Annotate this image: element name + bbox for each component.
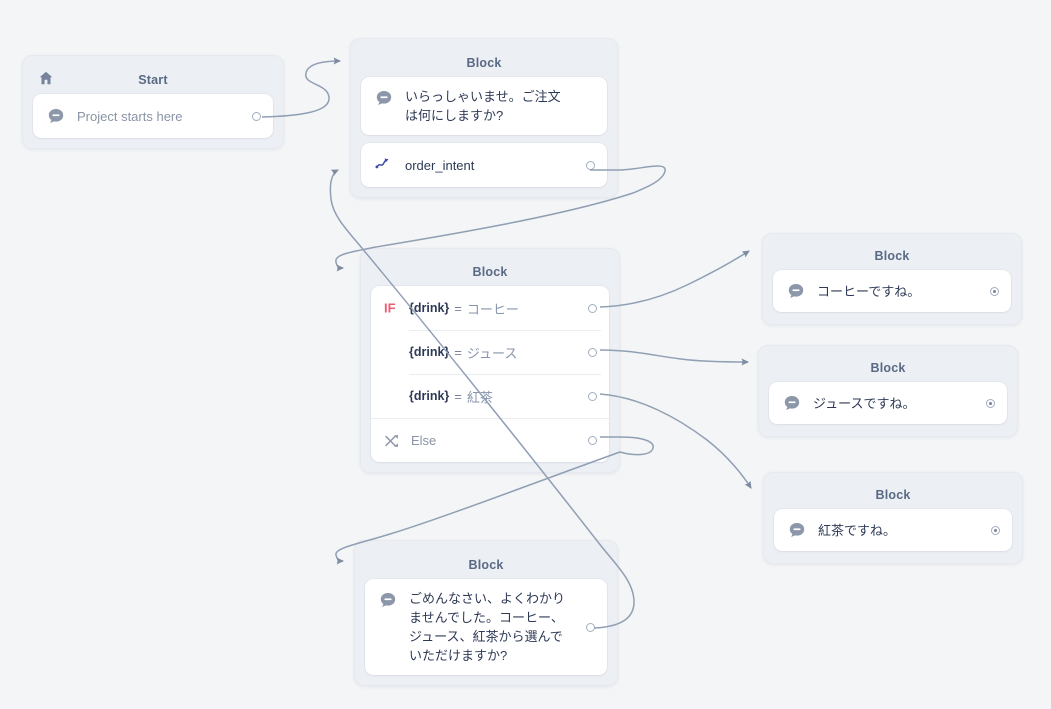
home-icon (37, 69, 55, 87)
node-start[interactable]: Start Project starts here (22, 55, 284, 149)
node-condition[interactable]: Block IF {drink} = コーヒー {drink} = ジュース {… (360, 248, 620, 473)
edge-cond-coffee-to-coffee[interactable] (599, 250, 750, 308)
condition-row-juice[interactable]: {drink} = ジュース (371, 330, 609, 374)
output-port[interactable] (252, 111, 261, 121)
step-label: コーヒーですね。 (817, 283, 921, 299)
condition-operator: = (454, 388, 462, 404)
else-label: Else (411, 433, 437, 448)
if-label: IF (384, 300, 396, 316)
step-speak[interactable]: ごめんなさい、よくわかりませんでした。コーヒー、ジュース、紅茶から選んでいただけ… (365, 579, 607, 675)
node-coffee[interactable]: Block コーヒーですね。 (762, 233, 1022, 325)
speech-icon (783, 394, 801, 412)
condition-variable: {drink} (409, 389, 450, 403)
step-intent[interactable]: order_intent (361, 143, 607, 187)
output-port[interactable] (986, 398, 995, 408)
step-speak[interactable]: コーヒーですね。 (773, 270, 1011, 312)
edge-cond-tea-to-tea[interactable] (599, 393, 752, 489)
step-label: ごめんなさい、よくわかりませんでした。コーヒー、ジュース、紅茶から選んでいただけ… (409, 591, 566, 663)
output-port[interactable] (588, 303, 597, 313)
condition-row-tea[interactable]: {drink} = 紅茶 (371, 374, 609, 418)
output-port[interactable] (588, 391, 597, 401)
condition-operator: = (454, 300, 462, 316)
node-header[interactable]: Start (33, 66, 273, 94)
divider (409, 330, 601, 331)
step-label: Project starts here (77, 108, 183, 124)
node-title: Block (875, 488, 911, 502)
output-port[interactable] (588, 347, 597, 357)
output-port[interactable] (990, 286, 999, 296)
step-label: ジュースですね。 (813, 395, 916, 411)
step-label: order_intent (405, 157, 475, 173)
node-title: Start (138, 73, 168, 87)
node-title: Block (466, 56, 502, 70)
speech-icon (375, 89, 393, 107)
edge-cond-juice-to-juice[interactable] (599, 349, 749, 366)
speech-icon (787, 282, 805, 300)
node-header[interactable]: Block (365, 551, 607, 579)
node-header[interactable]: Block (371, 257, 609, 286)
step-speak[interactable]: 紅茶ですね。 (774, 509, 1012, 551)
step-speak[interactable]: Project starts here (33, 94, 273, 138)
node-title: Block (870, 361, 906, 375)
condition-value: 紅茶 (466, 389, 493, 405)
speech-icon (379, 591, 397, 609)
speech-icon (788, 521, 806, 539)
step-label: 紅茶ですね。 (818, 522, 897, 538)
output-port[interactable] (586, 160, 595, 170)
output-port[interactable] (588, 436, 597, 445)
shuffle-icon (384, 433, 400, 449)
condition-variable: {drink} (409, 301, 450, 315)
node-juice[interactable]: Block ジュースですね。 (758, 345, 1018, 437)
output-port[interactable] (991, 525, 1000, 535)
node-header[interactable]: Block (774, 481, 1012, 509)
node-title: Block (874, 249, 910, 263)
node-greet[interactable]: Block いらっしゃいませ。ご注文は何にしますか? order_intent (350, 38, 618, 198)
node-title: Block (468, 558, 504, 572)
node-header[interactable]: Block (361, 49, 607, 77)
node-tea[interactable]: Block 紅茶ですね。 (763, 472, 1023, 564)
condition-value: コーヒー (466, 301, 519, 317)
speech-icon (47, 107, 65, 125)
node-header[interactable]: Block (769, 354, 1007, 382)
intent-icon (375, 156, 393, 174)
condition-variable: {drink} (409, 345, 450, 359)
step-condition[interactable]: IF {drink} = コーヒー {drink} = ジュース {drink}… (371, 286, 609, 462)
condition-row-else[interactable]: Else (371, 418, 609, 462)
condition-operator: = (454, 344, 462, 360)
divider (409, 374, 601, 375)
step-speak[interactable]: いらっしゃいませ。ご注文は何にしますか? (361, 77, 607, 135)
step-speak[interactable]: ジュースですね。 (769, 382, 1007, 424)
condition-row-coffee[interactable]: IF {drink} = コーヒー (371, 286, 609, 330)
node-header[interactable]: Block (773, 242, 1011, 270)
node-sorry[interactable]: Block ごめんなさい、よくわかりませんでした。コーヒー、ジュース、紅茶から選… (354, 540, 618, 686)
condition-value: ジュース (466, 345, 518, 361)
node-title: Block (472, 264, 508, 279)
step-label: いらっしゃいませ。ご注文は何にしますか? (405, 89, 561, 123)
output-port[interactable] (586, 622, 595, 632)
